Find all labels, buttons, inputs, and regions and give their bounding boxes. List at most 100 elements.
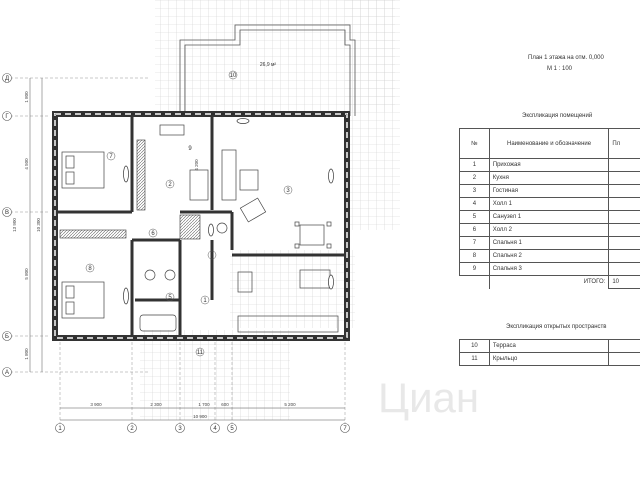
wardrobes (59, 139, 201, 240)
axis-number-2: 2 (130, 426, 134, 432)
row-no: 1 (459, 158, 490, 172)
axis-number-7: 7 (343, 426, 347, 432)
room-label-6: 6 (151, 231, 155, 237)
row-area (608, 210, 640, 224)
dim-left-4: 1 800 (24, 348, 29, 360)
axis-number-3: 3 (178, 426, 182, 432)
toilet (216, 222, 228, 234)
outdoor-section-title: Экспликация открытых пространств (506, 324, 607, 330)
row-no: 3 (459, 184, 490, 198)
bed-bedroom-2 (61, 281, 105, 319)
col-header-name: Наименование и обозначение (488, 128, 610, 159)
bed-bedroom-1 (61, 151, 105, 189)
row-area (608, 352, 640, 366)
dining-table (299, 224, 325, 246)
row-name: Холл 1 (488, 197, 610, 211)
row-no: 4 (459, 197, 490, 211)
dimension-texts: 1 800 4 500 5 800 1 800 13 900 10 300 3 … (12, 91, 296, 419)
axis-letter-d: Д (5, 76, 9, 82)
terrace-area: 26,9 м² (260, 62, 277, 68)
dim-left-1: 1 800 (24, 91, 29, 103)
axis-letter-a: А (5, 370, 9, 376)
drawing-scale: М 1 : 100 (547, 66, 573, 72)
sofa (221, 149, 237, 201)
room-label-4: 4 (210, 253, 214, 259)
row-no: 10 (459, 339, 490, 353)
row-name: Терраса (488, 339, 610, 353)
row-name: Гостиная (488, 184, 610, 198)
row-no: 6 (459, 223, 490, 237)
row-no: 5 (459, 210, 490, 224)
axis-letter-v: В (5, 210, 9, 216)
table-row: 10Терраса2 (459, 339, 640, 353)
living-floor-tiles (230, 250, 355, 328)
row-area: 1 (608, 171, 640, 185)
row-area (608, 158, 640, 172)
row-area: 1 (608, 262, 640, 276)
porch-mark: 11 (197, 350, 204, 356)
room-label-7: 7 (109, 154, 113, 160)
watermark-text: Циан (378, 374, 479, 421)
interior-walls (58, 117, 344, 335)
row-no: 8 (459, 249, 490, 263)
rooms-section-title: Экспликация помещений (522, 113, 593, 119)
desk (159, 124, 185, 136)
axis-number-1: 1 (58, 426, 62, 432)
row-no: 9 (459, 262, 490, 276)
windows (123, 118, 334, 305)
terrace (179, 24, 356, 116)
armchair (239, 197, 267, 223)
furniture (61, 124, 339, 333)
rooms-table-header: № Наименование и обозначение Пл (459, 128, 640, 159)
row-area (608, 223, 640, 237)
room-markers: 1 2 3 4 5 6 7 8 9 10 11 26,9 м² (85, 62, 293, 357)
room-label-9: 9 (188, 146, 192, 152)
row-name: Спальня 3 (488, 262, 610, 276)
terrace-mark: 10 (230, 73, 237, 79)
axis-letter-g: Г (5, 114, 9, 120)
row-name: Крыльцо (488, 352, 610, 366)
row-name: Спальня 2 (488, 249, 610, 263)
total-label: ИТОГО: (488, 275, 610, 289)
dim-bottom-3: 1 700 (198, 402, 210, 407)
room-label-8: 8 (88, 266, 92, 272)
total-row: ИТОГО: 10 (459, 275, 640, 289)
room-label-3: 3 (286, 188, 290, 194)
dim-bottom-2: 2 300 (150, 402, 162, 407)
table-row: 2Кухня1 (459, 171, 640, 185)
dim-bottom-1: 3 900 (90, 402, 102, 407)
row-name: Кухня (488, 171, 610, 185)
row-area (608, 197, 640, 211)
row-area: 1 (608, 249, 640, 263)
axis-number-4: 4 (213, 426, 217, 432)
row-name: Прихожая (488, 158, 610, 172)
row-name: Санузел 1 (488, 210, 610, 224)
dim-left-2: 4 500 (24, 158, 29, 170)
row-area: 2 (608, 339, 640, 353)
dim-inner: 4 200 (194, 159, 199, 171)
terrace-tiles-right (345, 0, 400, 230)
dimension-lines (29, 78, 345, 421)
outer-walls (52, 111, 350, 341)
col-header-area: Пл (608, 128, 640, 159)
drawing-title: План 1 этажа на отм. 0,000 (528, 55, 604, 61)
dim-bottom-total: 10 900 (193, 414, 207, 419)
axis-number-5: 5 (230, 426, 234, 432)
col-header-no: № (459, 128, 490, 159)
row-no: 7 (459, 236, 490, 250)
dim-bottom-4: 600 (221, 402, 229, 407)
table-row: 3Гостиная3 (459, 184, 640, 198)
dim-left-total-1: 13 900 (12, 218, 17, 232)
row-area: 3 (608, 184, 640, 198)
row-no: 2 (459, 171, 490, 185)
row-name: Спальня 1 (488, 236, 610, 250)
